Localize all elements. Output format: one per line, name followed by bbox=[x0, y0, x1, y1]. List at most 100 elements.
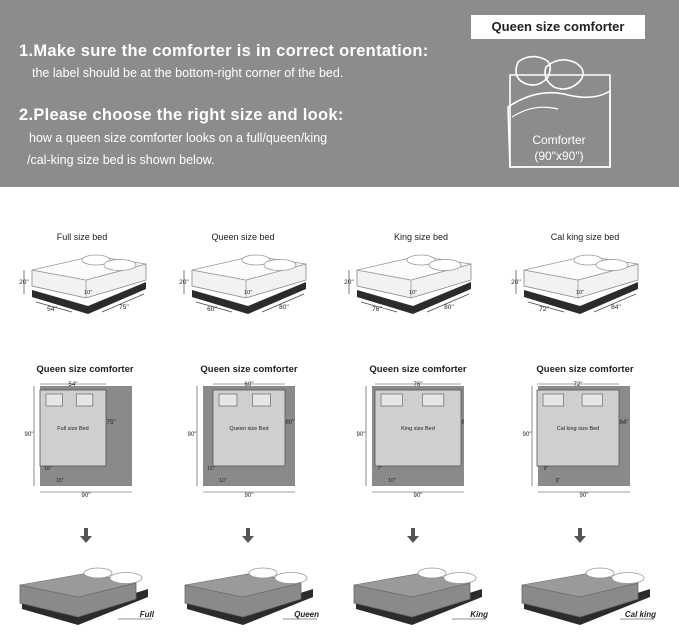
pillow-icon bbox=[573, 254, 603, 266]
cf-length-label: 80'' bbox=[286, 420, 295, 426]
comforter-dims: (90"x90") bbox=[534, 149, 584, 163]
pillow-icon bbox=[81, 254, 111, 266]
pillow-icon bbox=[380, 393, 403, 407]
mattress-height-label: 10'' bbox=[244, 290, 252, 296]
bed-diagram: 20''10''72''84'' bbox=[511, 254, 639, 314]
bed-length-label: 75'' bbox=[119, 304, 129, 311]
step2-heading: 2.Please choose the right size and look: bbox=[19, 106, 344, 124]
bed-frame bbox=[187, 589, 313, 625]
comforter-size-diagram: Queen size Bed 60'' 80'' 90'' 15'' 10'' 90'' bbox=[188, 382, 295, 498]
bed-frame bbox=[22, 589, 148, 625]
step1-heading: 1.Make sure the comforter is in correct … bbox=[19, 42, 429, 60]
bed-frame bbox=[192, 282, 306, 314]
header-banner: 1.Make sure the comforter is in correct … bbox=[0, 0, 679, 187]
bed-size-label: Full bbox=[140, 610, 155, 619]
bed-diagram: 20''10''76''80'' bbox=[344, 254, 472, 314]
pillow-icon bbox=[109, 572, 143, 584]
cf-total-label: 90'' bbox=[580, 493, 589, 498]
comforter-box-title: Queen size comforter bbox=[471, 15, 645, 39]
cf-title-calking: Queen size comforter bbox=[536, 364, 634, 375]
pillow-icon bbox=[241, 254, 271, 266]
bed-frame bbox=[524, 282, 638, 314]
cf-drop-foot-label: 10'' bbox=[388, 478, 396, 484]
bed-frame bbox=[32, 282, 146, 314]
mattress-height-label: 10'' bbox=[409, 290, 417, 296]
pillow-icon bbox=[248, 567, 278, 579]
cf-length-label: 75'' bbox=[107, 420, 116, 426]
bed-height-label: 20'' bbox=[344, 279, 354, 286]
cf-bed-label: King size Bed bbox=[401, 426, 435, 432]
cf-total-label: 90'' bbox=[245, 493, 254, 498]
bed-height-label: 20'' bbox=[19, 279, 29, 286]
bed-width-label: 72'' bbox=[539, 306, 549, 313]
bed-diagram: 20'' 10'' 60'' 80'' bbox=[179, 254, 307, 314]
pillow-icon bbox=[515, 55, 552, 86]
cf-total-side-label: 90'' bbox=[188, 432, 197, 438]
cf-title-king: Queen size comforter bbox=[369, 364, 467, 375]
bed-height-label: 20'' bbox=[179, 279, 189, 286]
pillow-icon bbox=[585, 567, 615, 579]
pillow-icon bbox=[428, 259, 462, 271]
bed-frame bbox=[357, 282, 471, 314]
cf-title-full: Queen size comforter bbox=[36, 364, 134, 375]
pillow-icon bbox=[542, 393, 564, 407]
cf-drop-foot-label: 15'' bbox=[56, 478, 64, 484]
bed-title-calking: Cal king size bed bbox=[550, 232, 620, 242]
bed-with-comforter: King bbox=[353, 567, 488, 625]
bed-width-label: 54'' bbox=[47, 306, 57, 313]
cf-total-side-label: 90'' bbox=[523, 432, 532, 438]
cf-drop-foot-label: 10'' bbox=[219, 478, 227, 484]
pillow-icon bbox=[218, 393, 238, 407]
pillow-icon bbox=[422, 393, 445, 407]
bed-with-comforter: Queen bbox=[184, 567, 319, 625]
down-arrow-icon bbox=[407, 528, 419, 543]
cf-total-side-label: 90'' bbox=[357, 432, 366, 438]
bed-diagram: 20'' 10'' 54'' 75'' bbox=[19, 254, 147, 314]
step2-text-line1: how a queen size comforter looks on a fu… bbox=[29, 131, 328, 145]
bed-size-label: King bbox=[470, 610, 488, 619]
pillow-icon bbox=[75, 393, 94, 407]
cf-drop-side-label: 15'' bbox=[207, 466, 215, 472]
bed-frame bbox=[524, 589, 650, 625]
bed-size-label: Cal king bbox=[625, 610, 656, 619]
comforter-label: Comforter bbox=[532, 133, 586, 147]
pillow-icon bbox=[263, 259, 297, 271]
cf-bed-label: Cal king size Bed bbox=[557, 426, 600, 432]
bed-width-label: 60'' bbox=[207, 306, 217, 313]
bed-length-label: 84'' bbox=[611, 304, 621, 311]
pillow-icon bbox=[595, 259, 629, 271]
cf-width-label: 54'' bbox=[69, 382, 78, 388]
pillow-icon bbox=[252, 393, 271, 407]
comforter-illustration bbox=[507, 55, 611, 168]
cf-bed-label: Queen size Bed bbox=[229, 426, 268, 432]
cf-title-queen: Queen size comforter bbox=[200, 364, 298, 375]
bed-length-label: 80'' bbox=[279, 304, 289, 311]
cf-length-label: 80'' bbox=[462, 420, 464, 426]
cf-width-label: 60'' bbox=[245, 382, 254, 388]
bed-title-full: Full size bed bbox=[56, 232, 108, 242]
bed-length-label: 80'' bbox=[444, 304, 454, 311]
cf-drop-side-label: 9'' bbox=[544, 466, 549, 472]
cf-total-label: 90'' bbox=[414, 493, 423, 498]
pillow-icon bbox=[274, 572, 308, 584]
pillow-icon bbox=[581, 393, 603, 407]
cf-bed-label: Full size Bed bbox=[57, 426, 89, 432]
bed-with-comforter: Cal king bbox=[521, 567, 656, 625]
pillow-icon bbox=[103, 259, 137, 271]
mattress-height-label: 10'' bbox=[84, 290, 92, 296]
cf-width-label: 76'' bbox=[414, 382, 423, 388]
down-arrow-icon bbox=[574, 528, 586, 543]
pillow-icon bbox=[406, 254, 436, 266]
cf-total-label: 90'' bbox=[82, 493, 91, 498]
cf-drop-side-label: 18'' bbox=[44, 466, 52, 472]
down-arrow-icon bbox=[242, 528, 254, 543]
bed-title-queen: Queen size bed bbox=[211, 232, 275, 242]
bed-size-label: Queen bbox=[294, 610, 319, 619]
cf-width-label: 72'' bbox=[574, 382, 583, 388]
pillow-icon bbox=[544, 59, 584, 90]
cf-drop-foot-label: 6'' bbox=[556, 478, 561, 484]
step2-text-line2: /cal-king size bed is shown below. bbox=[27, 153, 215, 167]
